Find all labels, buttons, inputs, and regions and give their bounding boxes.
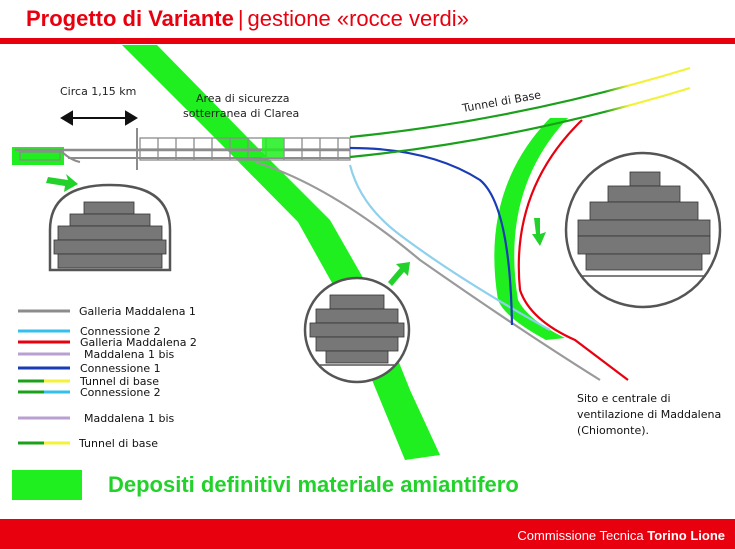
site-label: Sito e centrale di ventilazione di Madda… bbox=[577, 391, 727, 439]
green-arrow-left bbox=[46, 174, 78, 192]
connessione-2-line bbox=[348, 164, 551, 331]
distance-label: Circa 1,15 km bbox=[60, 85, 136, 98]
legend-label-0: Galleria Maddalena 1 bbox=[79, 305, 196, 318]
tunnel-di-base-upper bbox=[349, 66, 691, 139]
legend-label-7: Maddalena 1 bis bbox=[84, 412, 175, 425]
cross-section-right bbox=[564, 151, 722, 309]
legend-label-5: Tunnel di base bbox=[79, 375, 159, 388]
legend-label-3: Maddalena 1 bis bbox=[84, 348, 175, 361]
legend-label-8: Tunnel di base bbox=[78, 437, 158, 450]
site-label-line-3: (Chiomonte). bbox=[577, 424, 650, 437]
green-arrow-right bbox=[532, 218, 546, 246]
legend-label-2: Galleria Maddalena 2 bbox=[80, 336, 197, 349]
legend-label-1: Connessione 2 bbox=[80, 325, 161, 338]
site-label-line-1: Sito e centrale di bbox=[577, 392, 671, 405]
safety-area-label-2: sotterranea di Clarea bbox=[183, 107, 299, 120]
green-arrow-center bbox=[388, 262, 410, 286]
footer-text-bold: Torino Lione bbox=[647, 528, 725, 543]
deposit-legend-label: Depositi definitivi materiale amiantifer… bbox=[108, 472, 519, 497]
galleria-link bbox=[59, 149, 81, 163]
safety-area-label-1: Area di sicurezza bbox=[196, 92, 290, 105]
title-rest: gestione «rocce verdi» bbox=[247, 6, 469, 31]
site-label-line-2: ventilazione di Maddalena bbox=[577, 408, 722, 421]
portal-outline bbox=[19, 151, 61, 161]
header-rule bbox=[0, 38, 735, 44]
maddalena-1-diagonal bbox=[254, 160, 601, 381]
title-bold: Progetto di Variante bbox=[26, 6, 234, 31]
tunnel-di-base-lower bbox=[349, 86, 691, 159]
deposit-legend-swatch bbox=[12, 470, 82, 500]
legend-label-6: Connessione 2 bbox=[80, 386, 161, 399]
distance-arrow bbox=[60, 110, 138, 126]
cross-section-left bbox=[48, 183, 172, 272]
galleria-maddalena-2-line bbox=[517, 119, 629, 381]
tunnel-base-label: Tunnel di Base bbox=[460, 88, 542, 115]
footer-text-normal: Commissione Tecnica bbox=[517, 528, 644, 543]
safety-area-deposit bbox=[262, 138, 284, 158]
footer-text: Commissione Tecnica Torino Lione bbox=[517, 528, 725, 543]
deposit-band-curved bbox=[494, 118, 568, 340]
legend: Galleria Maddalena 1 Connessione 2 Galle… bbox=[18, 305, 197, 450]
page-title: Progetto di Variante|gestione «rocce ver… bbox=[26, 6, 469, 32]
cross-section-center bbox=[303, 276, 411, 384]
title-separator: | bbox=[237, 6, 244, 31]
deposit-band-diagonal bbox=[122, 45, 440, 460]
legend-label-4: Connessione 1 bbox=[80, 362, 161, 375]
footer-bar: Commissione Tecnica Torino Lione bbox=[0, 519, 735, 549]
